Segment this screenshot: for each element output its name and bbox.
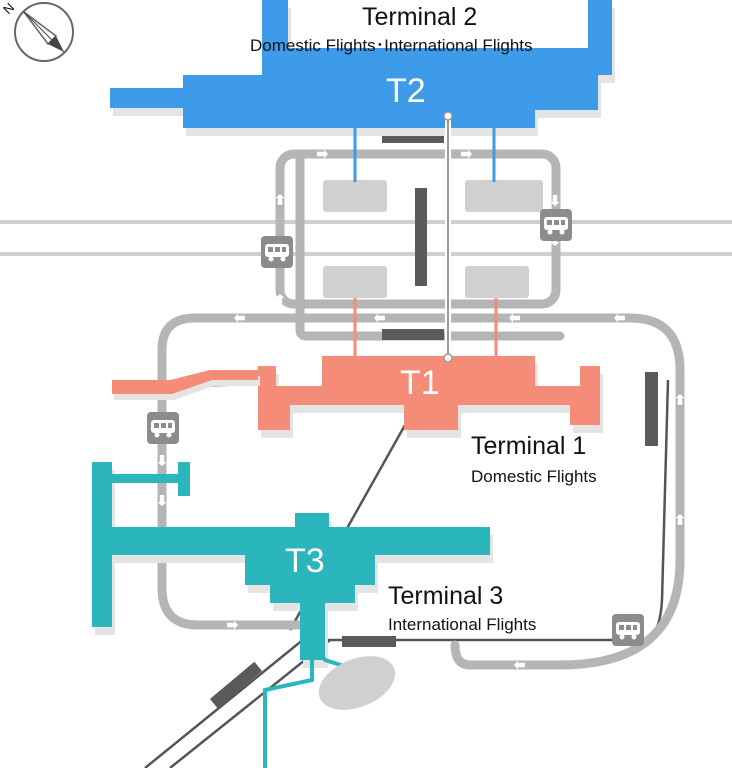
terminal-3-subtitle: International Flights (388, 615, 537, 634)
bus-icon (147, 412, 179, 444)
terminal-3-name: Terminal 3 (388, 582, 504, 610)
terminal-2-subtitle: Domestic Flights･International Flights (250, 36, 533, 55)
bus-stops (147, 209, 644, 646)
t3-badge: T3 (285, 542, 325, 580)
terminal-1-subtitle: Domestic Flights (471, 467, 597, 486)
t2-badge: T2 (386, 72, 426, 110)
terminal-2-name: Terminal 2 (362, 3, 478, 31)
parking-areas (323, 180, 543, 298)
terminal-2-building (110, 0, 615, 182)
terminal-connector (443, 111, 453, 363)
parking-p3 (323, 266, 387, 298)
bus-icon (540, 209, 572, 241)
parking-p4 (465, 266, 529, 298)
bus-icon (612, 614, 644, 646)
terminal-3-building (92, 462, 493, 768)
t1-badge: T1 (400, 364, 440, 402)
parking-p2 (465, 180, 543, 212)
compass-icon (14, 2, 74, 62)
parking-p1 (323, 180, 387, 212)
station-platforms (209, 132, 658, 709)
terminal-1-building (112, 298, 603, 438)
bus-icon (261, 236, 293, 268)
terminal-1-name: Terminal 1 (471, 432, 587, 460)
